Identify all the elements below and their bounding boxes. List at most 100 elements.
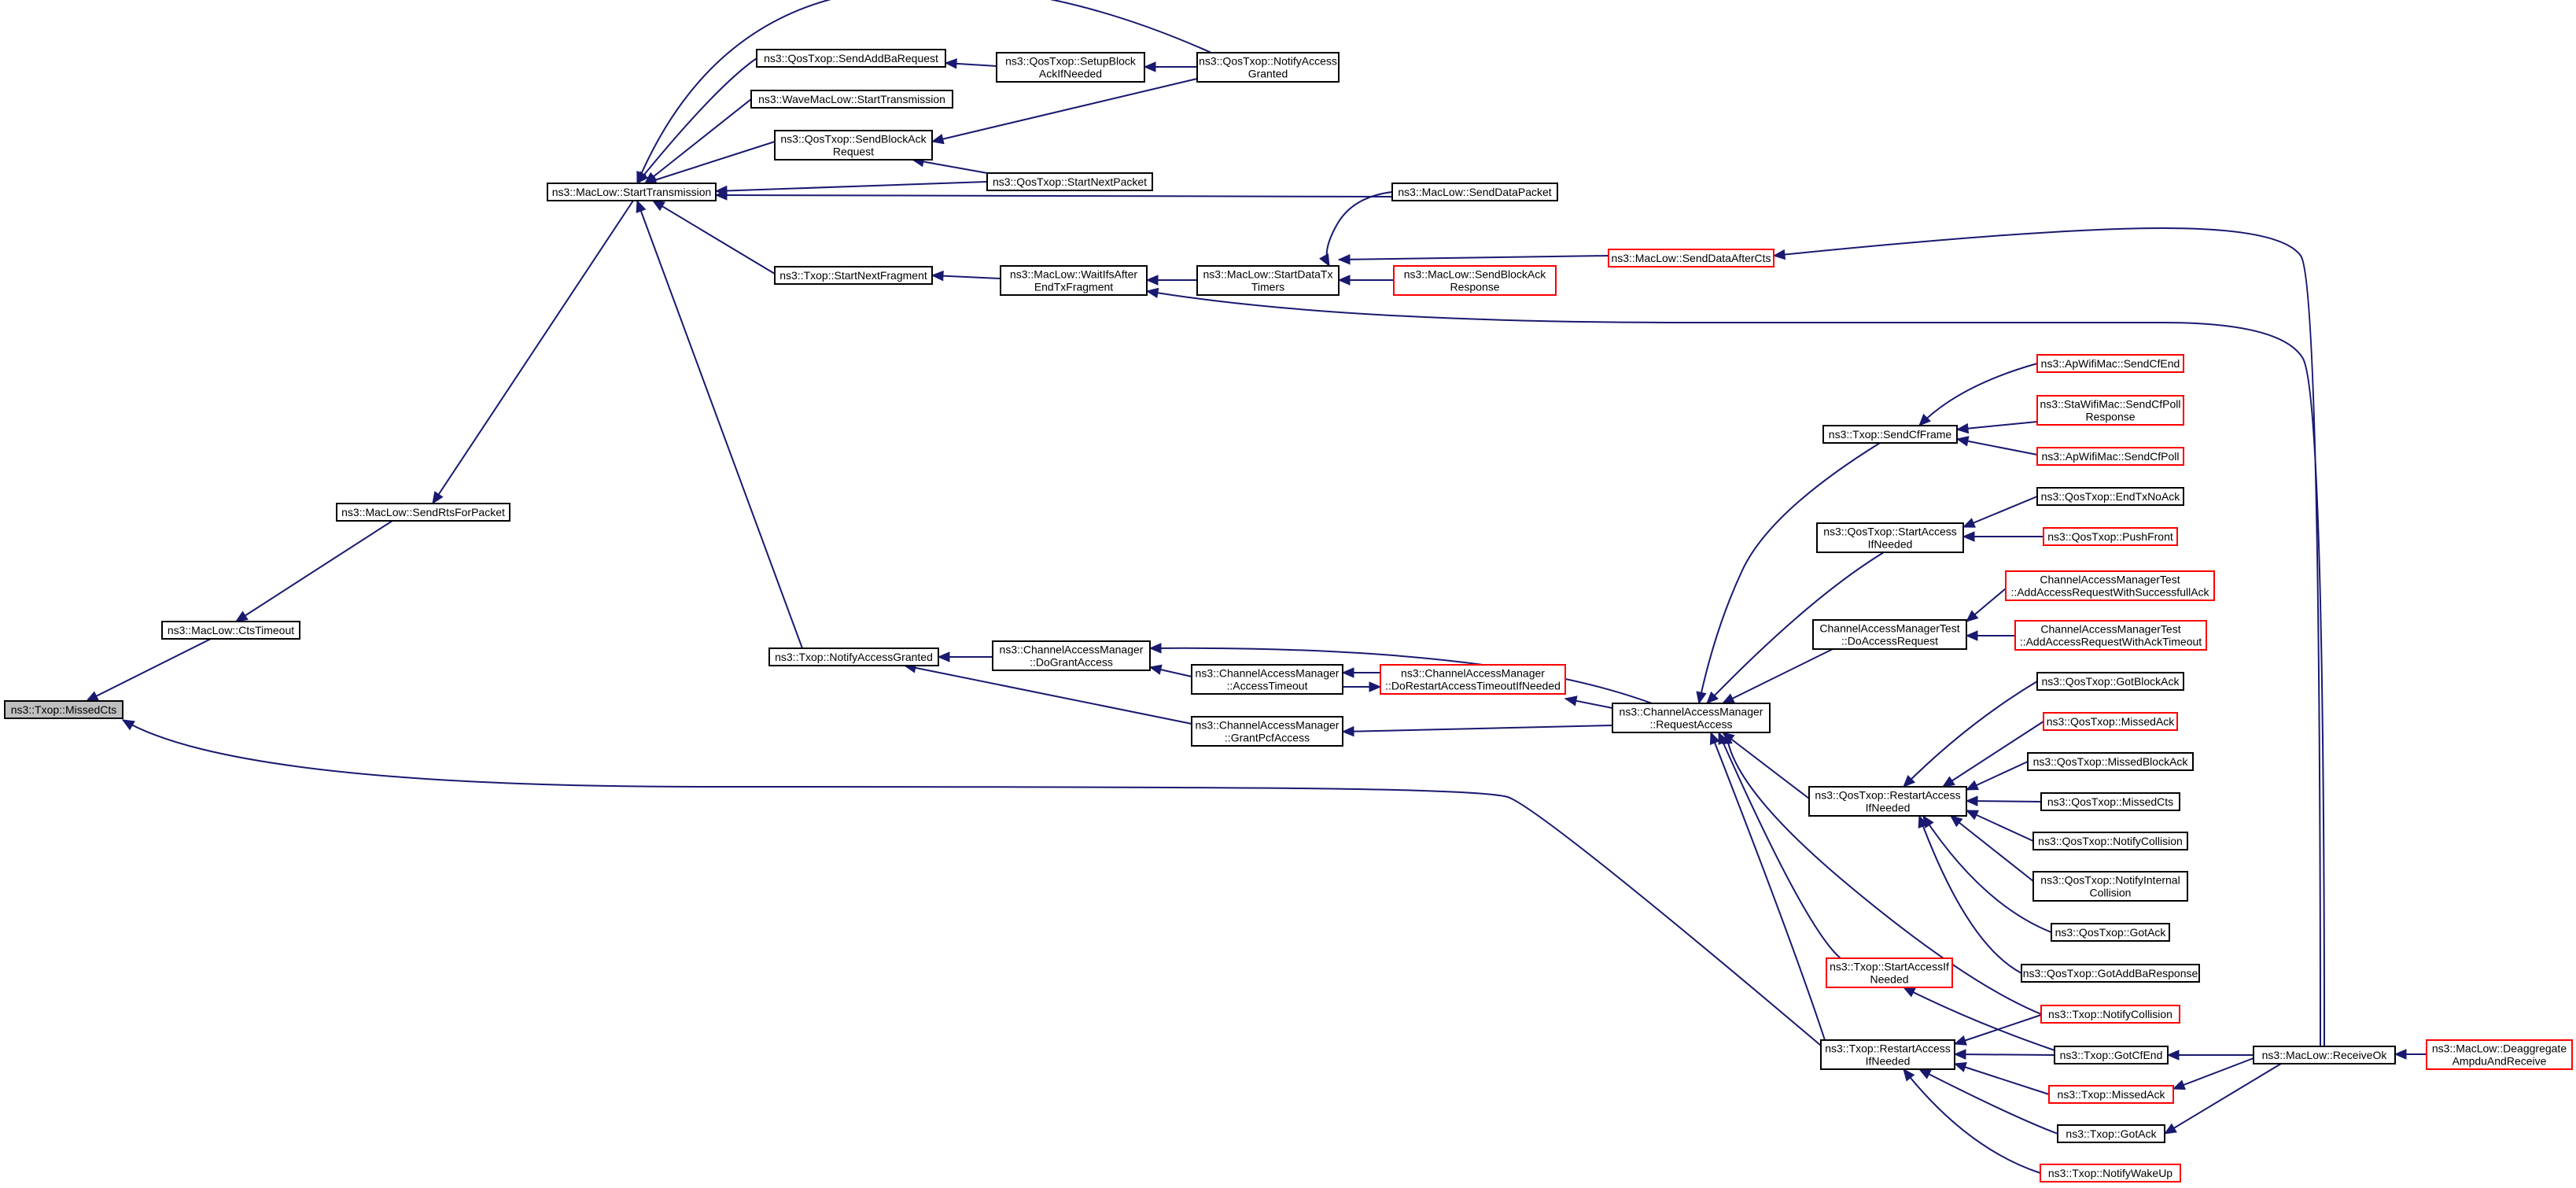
edge-line [2172, 1057, 2254, 1090]
node-pushfront[interactable]: ns3::QosTxop::PushFront [2043, 527, 2178, 546]
node-box [1812, 619, 1967, 650]
edge-line [1698, 442, 1881, 704]
edge-arrowhead [636, 199, 647, 213]
node-doaccessreq[interactable]: ChannelAccessManagerTest::DoAccessReques… [1812, 619, 1967, 650]
edge-arrowhead [1953, 1062, 1967, 1072]
edge-arrowhead [2172, 1079, 2186, 1090]
call-edge-setupblockack-to-sendaddba [944, 58, 997, 69]
edge-line [1918, 1068, 2058, 1135]
node-box [2043, 712, 2178, 731]
node-missedcts[interactable]: ns3::Txop::MissedCts [4, 700, 123, 719]
node-senddatapacket[interactable]: ns3::MacLow::SendDataPacket [1391, 183, 1558, 201]
node-notifyaccessgranted[interactable]: ns3::Txop::NotifyAccessGranted [768, 647, 939, 666]
node-qosmissedcts[interactable]: ns3::QosTxop::MissedCts [2040, 792, 2180, 811]
edge-line [931, 78, 1198, 142]
node-box [774, 266, 933, 285]
node-requestaccess[interactable]: ns3::ChannelAccessManager::RequestAccess [1612, 703, 1771, 733]
edge-arrowhead [1143, 61, 1156, 72]
node-grantpcf[interactable]: ns3::ChannelAccessManager::GrantPcfAcces… [1191, 716, 1343, 747]
node-box [1820, 1039, 1955, 1070]
edge-arrowhead [2163, 1123, 2177, 1135]
edge-line [432, 200, 634, 504]
node-label: ns3::QosTxop::GotBlockAck [2041, 675, 2180, 688]
node-dorestart[interactable]: ns3::ChannelAccessManager::DoRestartAcce… [1380, 664, 1566, 695]
node-missedblockack[interactable]: ns3::QosTxop::MissedBlockAck [2027, 752, 2194, 771]
node-box [1612, 703, 1771, 733]
node-ctstimeout[interactable]: ns3::MacLow::CtsTimeout [161, 621, 300, 640]
node-box [1196, 265, 1340, 296]
edge-arrowhead [1955, 436, 1970, 447]
call-edge-qosnotifyinternal-to-qosrestart [1950, 815, 2034, 882]
node-label: ns3::MacLow::SendDataAfterCts [1611, 252, 1771, 264]
edge-arrowhead [1953, 1049, 1966, 1060]
node-notifywakeup[interactable]: ns3::Txop::NotifyWakeUp [2040, 1164, 2181, 1182]
node-addsuccess[interactable]: ChannelAccessManagerTest::AddAccessReque… [2005, 570, 2215, 601]
node-sendcfframe[interactable]: ns3::Txop::SendCfFrame [1822, 425, 1958, 444]
node-gotblockack[interactable]: ns3::QosTxop::GotBlockAck [2036, 672, 2184, 691]
node-txopnotifycollision[interactable]: ns3::Txop::NotifyCollision [2040, 1005, 2180, 1024]
call-edge-sendaddba-to-starttx [636, 57, 757, 184]
node-apsendcfpoll[interactable]: ns3::ApWifiMac::SendCfPoll [2036, 447, 2184, 466]
node-txopstartnextfrag[interactable]: ns3::Txop::StartNextFragment [774, 266, 933, 285]
node-box [2005, 570, 2215, 601]
node-sendaddba[interactable]: ns3::QosTxop::SendAddBaRequest [756, 49, 946, 68]
node-label: ::DoGrantAccess [1030, 656, 1113, 669]
edges-layer [85, 0, 2427, 1174]
node-apsendcfend[interactable]: ns3::ApWifiMac::SendCfEnd [2036, 354, 2184, 373]
node-qosnotifyaccess[interactable]: ns3::QosTxop::NotifyAccessGranted [1196, 52, 1340, 83]
node-label: ::DoAccessRequest [1841, 635, 1938, 647]
call-edge-accesstimeout-to-dogrant [1148, 664, 1192, 677]
node-gotcfend[interactable]: ns3::Txop::GotCfEnd [2054, 1046, 2169, 1064]
node-qosgotack[interactable]: ns3::QosTxop::GotAck [2051, 923, 2170, 942]
node-qosnotifycollision[interactable]: ns3::QosTxop::NotifyCollision [2032, 832, 2188, 850]
node-endtxnoack[interactable]: ns3::QosTxop::EndTxNoAck [2036, 487, 2184, 506]
node-qosmissedack[interactable]: ns3::QosTxop::MissedAck [2043, 712, 2178, 731]
node-box [750, 90, 953, 109]
edge-arrowhead [121, 719, 135, 731]
edge-arrowhead [1903, 774, 1916, 788]
node-gotaddba[interactable]: ns3::QosTxop::GotAddBaResponse [2021, 964, 2200, 983]
call-edge-requestaccess-to-grantpcf [1341, 725, 1613, 737]
node-wavestart[interactable]: ns3::WaveMacLow::StartTransmission [750, 90, 953, 109]
node-addacktimeout[interactable]: ChannelAccessManagerTest::AddAccessReque… [2014, 620, 2207, 651]
node-qosstartnextpacket[interactable]: ns3::QosTxop::StartNextPacket [986, 172, 1153, 191]
node-label: ns3::ChannelAccessManager [1000, 644, 1144, 656]
node-accesstimeout[interactable]: ns3::ChannelAccessManager::AccessTimeout [1191, 664, 1343, 695]
node-txopgotack[interactable]: ns3::Txop::GotAck [2057, 1124, 2165, 1143]
node-box [1393, 265, 1557, 296]
node-txopmissedack[interactable]: ns3::Txop::MissedAck [2048, 1085, 2174, 1104]
call-edge-qosmissedcts-to-qosrestart [1965, 795, 2042, 806]
edge-arrowhead [714, 190, 728, 201]
edge-line [1918, 815, 2022, 974]
node-label: ::AddAccessRequestWithAckTimeout [2020, 636, 2202, 648]
call-edge-txoprestart-to-missedcts [121, 719, 1822, 1046]
node-box [1391, 183, 1558, 201]
node-starttx[interactable]: ns3::MacLow::StartTransmission [547, 183, 717, 201]
node-sendrts[interactable]: ns3::MacLow::SendRtsForPacket [336, 503, 510, 522]
edge-line [931, 275, 1001, 279]
node-box [2036, 395, 2184, 426]
node-senddataaftercts[interactable]: ns3::MacLow::SendDataAfterCts [1608, 249, 1774, 267]
node-label: IfNeeded [1866, 802, 1911, 814]
node-box [2040, 1164, 2181, 1182]
edge-arrowhead [1337, 275, 1351, 286]
node-box [4, 700, 123, 719]
node-label: ChannelAccessManagerTest [1819, 622, 1959, 635]
node-dogrant[interactable]: ns3::ChannelAccessManager::DoGrantAccess [992, 640, 1151, 671]
node-box [2253, 1046, 2396, 1064]
node-receiveok[interactable]: ns3::MacLow::ReceiveOk [2253, 1046, 2396, 1064]
edge-arrowhead [1319, 253, 1330, 267]
